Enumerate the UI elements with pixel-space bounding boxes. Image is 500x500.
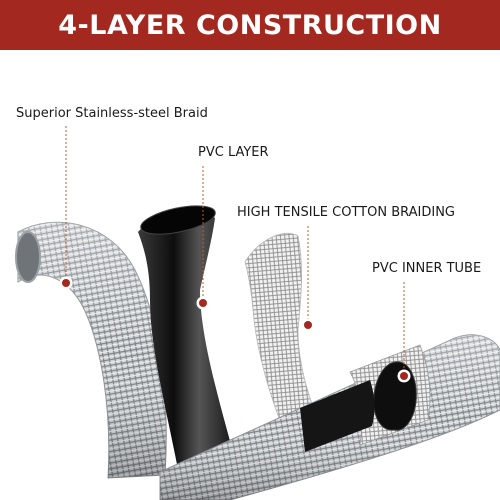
stainless-steel-braid-section xyxy=(15,221,167,479)
header-banner: 4-LAYER CONSTRUCTION xyxy=(0,0,500,50)
layer-label-cotton-braiding: HIGH TENSILE COTTON BRAIDING xyxy=(237,205,455,220)
callout-dot-center-cotton-braiding xyxy=(304,321,312,329)
pvc-inner-tube-section xyxy=(159,334,500,500)
page-title: 4-LAYER CONSTRUCTION xyxy=(58,9,442,41)
callout-dot-center-pvc-inner-tube xyxy=(400,372,408,380)
callout-dot-center-steel-braid xyxy=(62,279,70,287)
cotton-braiding-section xyxy=(244,232,319,427)
layer-label-pvc-layer: PVC LAYER xyxy=(198,145,269,160)
pvc-layer-section xyxy=(138,205,240,480)
layer-label-steel-braid: Superior Stainless-steel Braid xyxy=(16,106,208,121)
layer-label-pvc-inner-tube: PVC INNER TUBE xyxy=(372,261,482,276)
callout-dot-center-pvc-layer xyxy=(199,299,207,307)
